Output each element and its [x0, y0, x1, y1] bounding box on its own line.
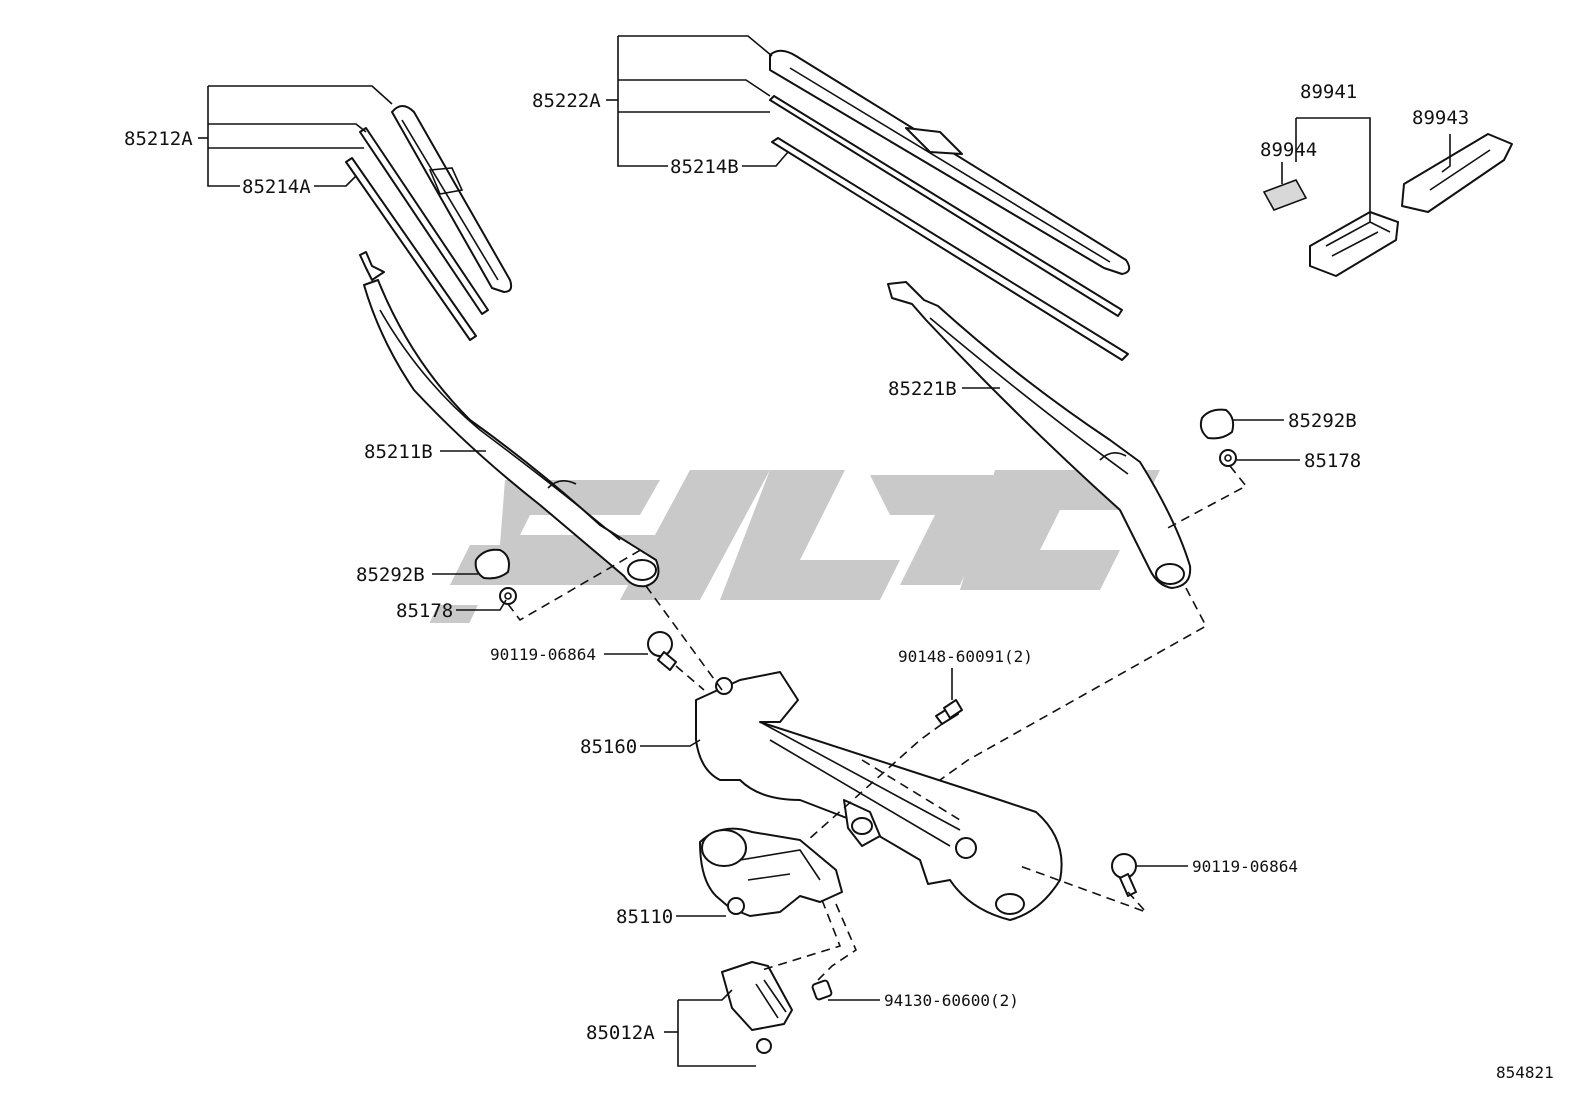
right-pivot-nut: [1219, 449, 1237, 467]
label-85214B: 85214B: [670, 156, 739, 178]
callout-labels: 85212A 85214A 85222A 85214B 89941 89944 …: [124, 81, 1554, 1082]
left-pivot-nut: [499, 587, 517, 605]
right-wiper-arm: [887, 281, 1192, 589]
wiper-linkage: [695, 671, 1063, 921]
label-85222A: 85222A: [532, 90, 601, 112]
leader-lines: [198, 35, 1451, 1067]
left-wiper-blade: [345, 105, 513, 341]
label-85221B: 85221B: [888, 378, 957, 400]
label-85292B-right: 85292B: [1288, 410, 1357, 432]
label-85212A: 85212A: [124, 128, 193, 150]
bolt-90119-left: [647, 631, 677, 671]
sensor-part-89941: [1309, 211, 1399, 277]
label-89944: 89944: [1260, 139, 1317, 161]
label-94130-60600: 94130-60600(2): [884, 991, 1019, 1010]
right-wiper-blade: [769, 49, 1131, 361]
label-89941: 89941: [1300, 81, 1357, 103]
wiper-motor: [699, 827, 843, 917]
label-89943: 89943: [1412, 107, 1469, 129]
label-85292B-left: 85292B: [356, 564, 425, 586]
label-85160: 85160: [580, 736, 637, 758]
bolt-90148: [935, 699, 963, 725]
label-85178-left: 85178: [396, 600, 453, 622]
label-90119-06864-left: 90119-06864: [490, 645, 596, 664]
right-pivot-cap: [1199, 408, 1235, 440]
sensor-part-89944: [1262, 179, 1308, 211]
left-pivot-cap: [474, 548, 510, 580]
label-85012A: 85012A: [586, 1022, 655, 1044]
left-wiper-arm: [363, 279, 660, 588]
nut-94130: [811, 979, 833, 1001]
label-85178-right: 85178: [1304, 450, 1361, 472]
diagram-id: 854821: [1496, 1063, 1554, 1082]
label-90148-60091: 90148-60091(2): [898, 647, 1033, 666]
label-90119-06864-right: 90119-06864: [1192, 857, 1298, 876]
assembly-lines: [507, 465, 1248, 981]
label-85110: 85110: [616, 906, 673, 928]
motor-bracket: [721, 961, 793, 1054]
bolt-90119-right: [1111, 853, 1137, 897]
sensor-cover-89943: [1401, 133, 1513, 213]
label-85211B: 85211B: [364, 441, 433, 463]
label-85214A: 85214A: [242, 176, 311, 198]
